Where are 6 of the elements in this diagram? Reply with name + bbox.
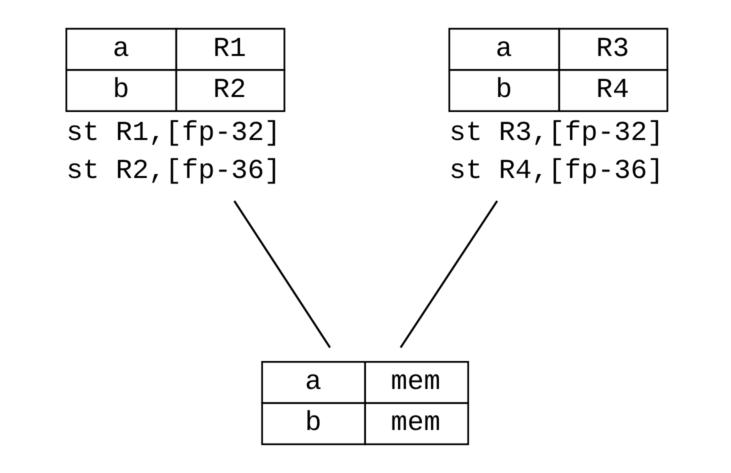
node-label: st R3,[fp-32] — [448, 118, 664, 149]
connector — [232, 200, 330, 348]
node-label: st R4,[fp-36] — [448, 156, 664, 187]
connector — [399, 200, 498, 348]
node-label: st R2,[fp-36] — [66, 156, 280, 187]
node-label: st R1,[fp-32] — [66, 118, 280, 149]
